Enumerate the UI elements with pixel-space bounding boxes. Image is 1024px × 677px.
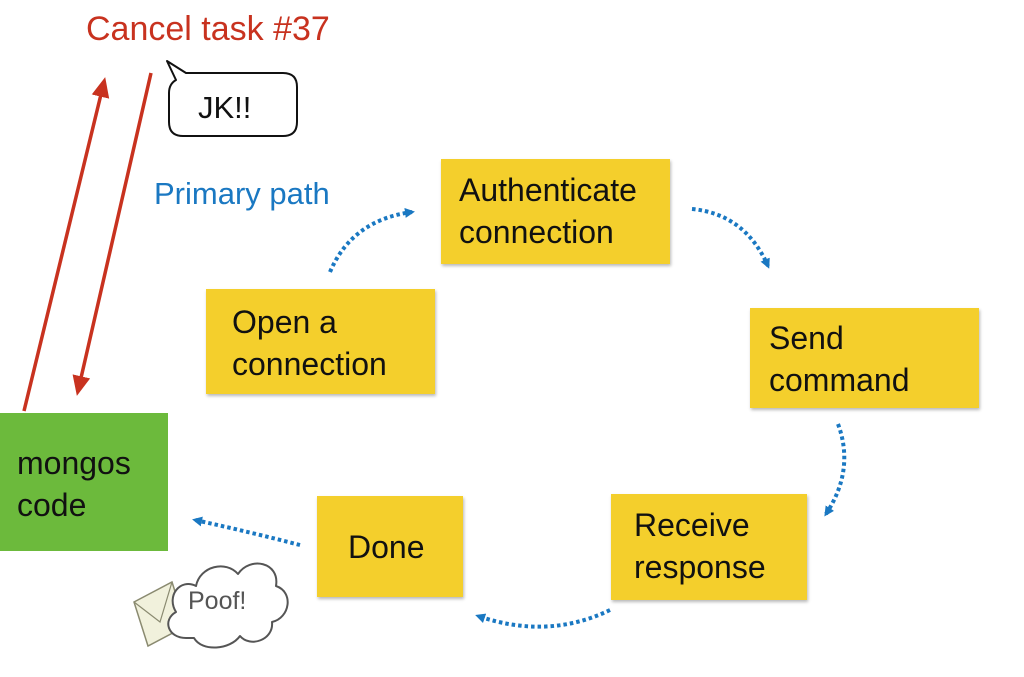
node-text-line: connection xyxy=(232,346,387,382)
node-text-line: response xyxy=(634,549,766,585)
node-text-line: code xyxy=(17,487,87,523)
cloud-icon xyxy=(167,562,289,649)
node-text-line: command xyxy=(769,362,910,398)
node-text-line: Receive xyxy=(634,507,750,543)
node-text-line: Authenticate xyxy=(459,172,637,208)
node-text-line: Open a xyxy=(232,304,337,340)
poof-cloud-text: Poof! xyxy=(188,587,247,615)
speech-bubble-text: JK!! xyxy=(198,90,252,125)
node-receive-response: Receive response xyxy=(611,494,807,600)
node-text-line: connection xyxy=(459,214,614,250)
cancel-response-arrow xyxy=(72,72,153,396)
path-arrow-receive-to-done xyxy=(475,608,611,629)
speech-bubble-icon xyxy=(166,60,298,137)
primary-path-label: Primary path xyxy=(154,176,330,211)
node-open-connection: Open a connection xyxy=(206,289,435,394)
node-text-line: Send xyxy=(769,320,844,356)
cancel-task-label: Cancel task #37 xyxy=(86,10,330,48)
cancel-request-arrow xyxy=(22,77,110,412)
path-arrow-open-to-auth xyxy=(328,207,415,273)
node-text-line: mongos xyxy=(17,445,131,481)
node-done: Done xyxy=(317,496,463,597)
node-mongos-code: mongos code xyxy=(0,413,168,551)
node-text-line: Done xyxy=(348,529,425,565)
path-arrow-send-to-receive xyxy=(824,423,847,517)
node-authenticate-connection: Authenticate connection xyxy=(441,159,670,264)
node-send-command: Send command xyxy=(750,308,979,408)
path-arrow-done-to-mongos xyxy=(192,516,301,547)
path-arrow-auth-to-send xyxy=(691,207,770,269)
